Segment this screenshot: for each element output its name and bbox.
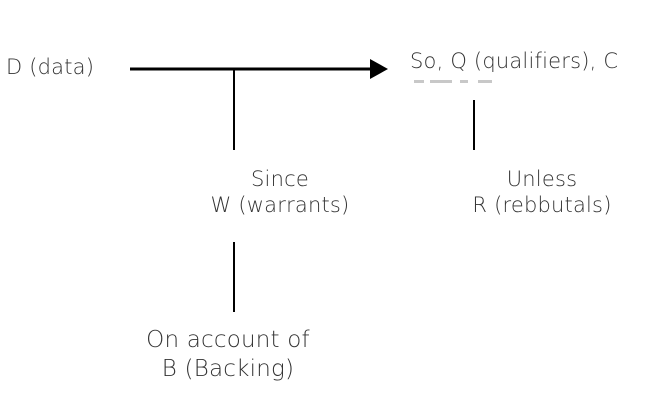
- backing-keyword: On account of: [146, 327, 310, 353]
- clipped-text-fragment: [412, 80, 502, 86]
- warrant-node: Since W (warrants): [211, 166, 350, 219]
- rebuttal-node: Unless R (rebbutals): [472, 166, 611, 219]
- claim-label: So, Q (qualifiers), C: [410, 49, 619, 73]
- backing-node: On account of B (Backing): [146, 326, 310, 384]
- rebuttal-keyword: Unless: [506, 167, 578, 191]
- rebuttal-label: R (rebbutals): [472, 193, 612, 218]
- warrant-keyword: Since: [251, 167, 309, 191]
- arrow-head: [370, 59, 388, 79]
- data-label: D (data): [6, 55, 95, 79]
- warrant-label: W (warrants): [210, 193, 350, 218]
- backing-label: B (Backing): [161, 355, 295, 382]
